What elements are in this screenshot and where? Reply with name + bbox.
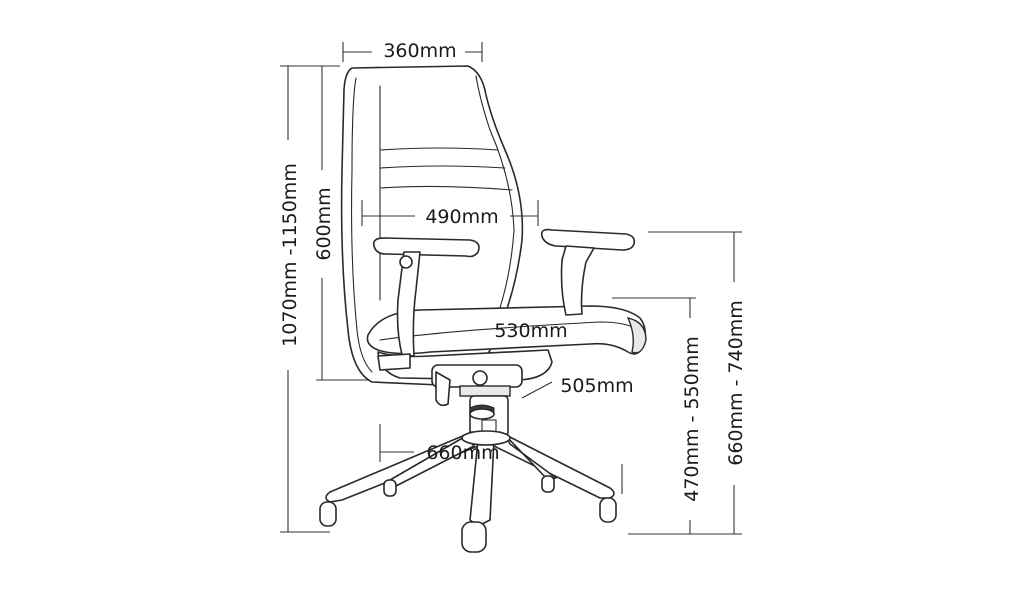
- dim-width-between-arms: 490mm: [425, 206, 498, 228]
- dim-seat-depth: 505mm: [560, 375, 633, 397]
- base: [325, 430, 615, 527]
- backrest: [340, 65, 524, 386]
- dim-seat-width: 530mm: [494, 320, 567, 342]
- dim-seat-height: 470mm - 550mm: [681, 336, 703, 502]
- dim-backrest-height: 600mm: [313, 187, 335, 260]
- dimension-lines: [280, 42, 742, 535]
- dim-arm-height: 660mm - 740mm: [725, 300, 747, 466]
- dim-base-diameter: 660mm: [426, 442, 499, 464]
- dim-backrest-width: 360mm: [383, 40, 456, 62]
- left-armrest: [372, 237, 480, 258]
- dim-overall-height: 1070mm -1150mm: [279, 163, 301, 347]
- chair-illustration: [319, 65, 647, 553]
- right-armrest: [540, 228, 636, 251]
- casters: [319, 475, 617, 553]
